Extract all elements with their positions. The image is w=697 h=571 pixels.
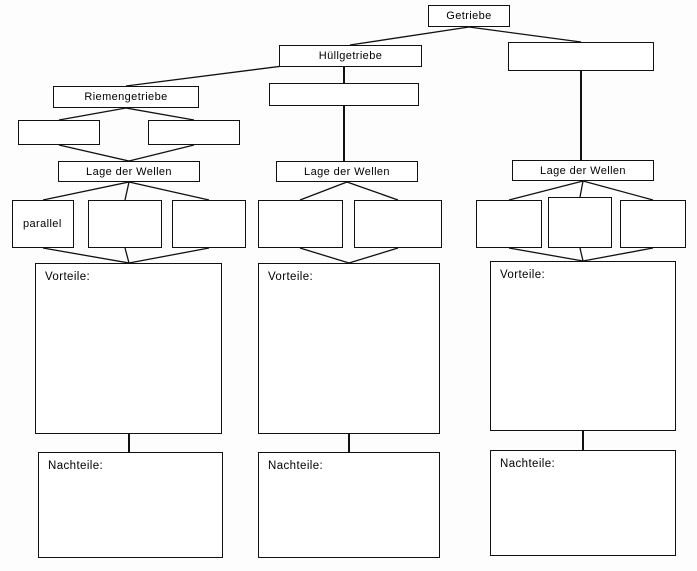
node-lage-der-wellen-middle-label: Lage der Wellen [304,165,390,178]
node-nachteile-right[interactable]: Nachteile: [490,450,676,556]
node-lage-der-wellen-left-label: Lage der Wellen [86,165,172,178]
node-left-subtype-blank-1[interactable] [18,120,100,145]
node-nachteile-left-label: Nachteile: [48,460,104,472]
node-lage-der-wellen-right-label: Lage der Wellen [540,164,626,177]
node-nachteile-middle[interactable]: Nachteile: [258,452,440,558]
edge-root-to-huellgetriebe [349,26,470,46]
edge-riemen-to-sub2 [125,107,195,121]
edge-root-to-right-branch [468,26,582,43]
node-huellgetriebe-label: Hüllgetriebe [318,50,383,62]
node-getriebe-label: Getriebe [446,10,492,22]
edge-lage-left-to-w3 [128,181,210,201]
node-right-wellen-blank-1[interactable] [476,200,542,248]
node-vorteile-left-label: Vorteile: [45,271,91,283]
node-right-branch-blank[interactable] [508,42,654,71]
edge-lage-left-to-w2 [124,181,130,201]
node-left-subtype-blank-2[interactable] [148,120,240,145]
node-vorteile-middle[interactable]: Vorteile: [258,263,440,434]
node-riemengetriebe[interactable]: Riemengetriebe [53,86,199,108]
node-right-wellen-blank-3[interactable] [620,200,686,248]
edge-right-w1-to-vorteile [508,247,584,262]
edge-right-w2-to-vorteile [579,247,584,262]
node-lage-der-wellen-right[interactable]: Lage der Wellen [512,160,654,181]
node-middle-type-blank[interactable] [269,83,419,106]
node-lage-der-wellen-middle[interactable]: Lage der Wellen [276,161,418,182]
edge-lage-right-to-w1 [508,180,584,201]
node-nachteile-middle-label: Nachteile: [268,460,324,472]
edge-sub1-to-lage-left [58,144,130,162]
edge-riemen-to-sub1 [58,107,127,121]
node-middle-wellen-blank-1[interactable] [258,200,343,248]
edge-lage-right-to-w3 [582,180,654,201]
node-nachteile-right-label: Nachteile: [500,458,556,470]
edge-left-w1-to-vorteile [42,247,130,264]
node-right-wellen-blank-2[interactable] [548,197,612,248]
node-vorteile-right[interactable]: Vorteile: [490,261,676,431]
edge-lage-middle-to-w2 [346,181,399,201]
node-vorteile-left[interactable]: Vorteile: [35,263,222,434]
node-left-wellen-parallel-label: parallel [23,218,62,230]
edge-right-w3-to-vorteile [582,247,654,262]
edge-middle-w1-to-vorteile [299,247,350,264]
edge-left-w3-to-vorteile [128,247,210,264]
edge-lage-left-to-w1 [42,181,130,201]
edge-lage-middle-to-w1 [299,181,348,201]
edge-middle-w2-to-vorteile [348,247,399,264]
node-huellgetriebe[interactable]: Hüllgetriebe [279,45,422,67]
node-riemengetriebe-label: Riemengetriebe [84,91,168,103]
node-left-wellen-blank-2[interactable] [88,200,162,248]
node-vorteile-right-label: Vorteile: [500,269,546,281]
node-left-wellen-blank-3[interactable] [172,200,246,248]
node-getriebe[interactable]: Getriebe [428,5,510,27]
node-left-wellen-parallel[interactable]: parallel [12,200,74,248]
node-vorteile-middle-label: Vorteile: [268,271,314,283]
edge-left-w2-to-vorteile [124,247,130,264]
edge-sub2-to-lage-left [128,144,195,162]
node-middle-wellen-blank-2[interactable] [354,200,442,248]
node-nachteile-left[interactable]: Nachteile: [38,452,223,558]
edge-lage-right-to-w2 [579,180,584,198]
node-lage-der-wellen-left[interactable]: Lage der Wellen [58,161,200,182]
